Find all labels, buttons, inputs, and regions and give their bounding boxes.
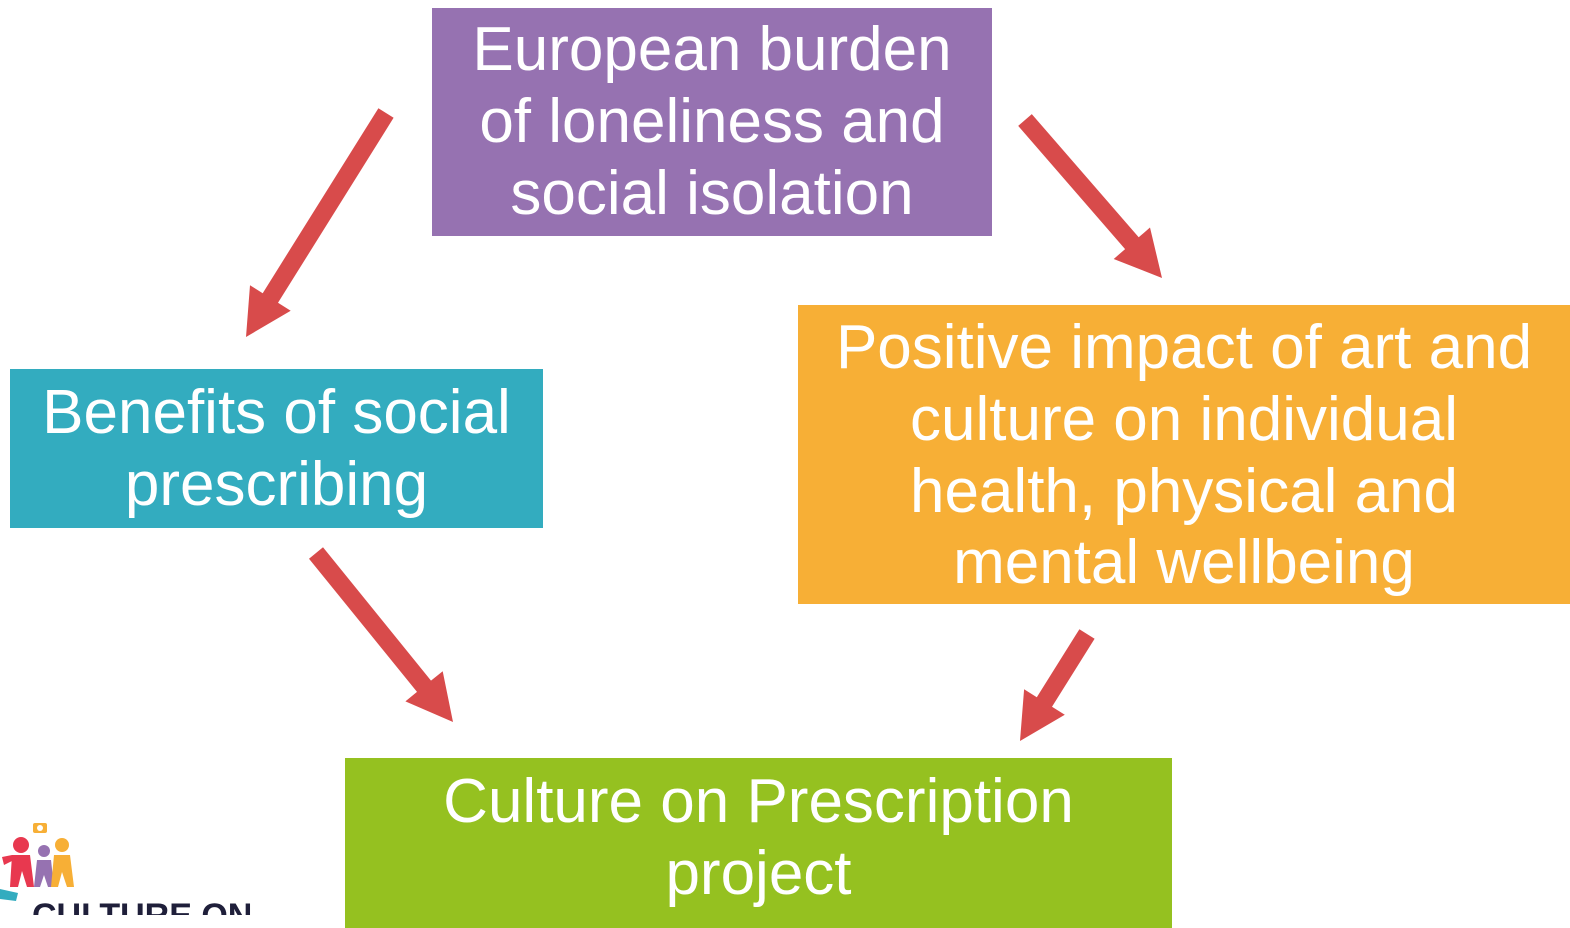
box-line: European burden bbox=[472, 15, 952, 85]
box-line: health, physical and bbox=[909, 456, 1459, 526]
box-line: social isolation bbox=[510, 158, 914, 228]
box-culture-on-prescription: Culture on Prescription project bbox=[345, 758, 1172, 928]
logo-text: CULTURE ON bbox=[32, 897, 252, 915]
arrow-right-to-bottom bbox=[1020, 629, 1095, 741]
box-line: prescribing bbox=[124, 449, 429, 519]
box-european-burden: European burden of loneliness and social… bbox=[432, 8, 992, 236]
box-line: mental wellbeing bbox=[953, 528, 1415, 598]
box-positive-impact: Positive impact of art and culture on in… bbox=[798, 305, 1570, 604]
box-line: of loneliness and bbox=[479, 87, 945, 157]
arrow-top-to-right bbox=[1018, 114, 1162, 278]
box-line: Culture on Prescription bbox=[443, 767, 1074, 836]
box-line: Positive impact of art and bbox=[835, 312, 1533, 382]
box-line: Benefits of social bbox=[42, 377, 511, 447]
figures-icon bbox=[0, 823, 74, 901]
arrow-top-to-left bbox=[246, 108, 394, 337]
box-line: culture on individual bbox=[909, 384, 1458, 454]
culture-on-prescription-logo: CULTURE ON bbox=[0, 823, 252, 915]
box-social-prescribing: Benefits of social prescribing bbox=[10, 369, 543, 528]
arrow-left-to-bottom bbox=[309, 547, 453, 722]
box-line: project bbox=[665, 838, 852, 908]
